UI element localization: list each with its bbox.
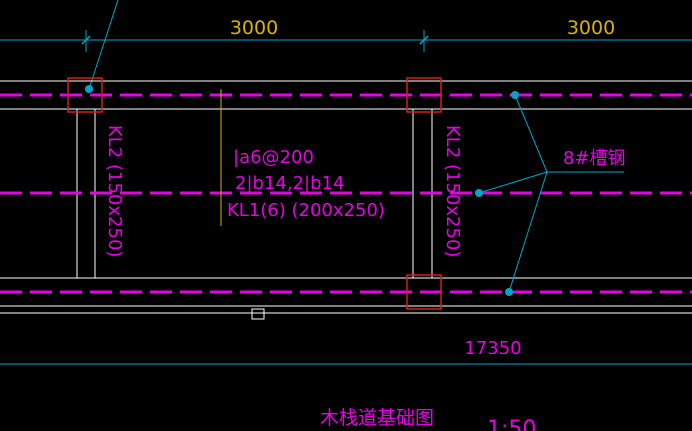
dimension-span-right: 3000 bbox=[567, 17, 615, 39]
kl2-left-label: KL2 (150x250) bbox=[104, 125, 125, 257]
kl1-rebar-note: 2|b14,2|b14 bbox=[235, 173, 344, 194]
column-box-right-top bbox=[406, 77, 442, 113]
channel-steel-label: 8#槽钢 bbox=[563, 148, 626, 169]
dimension-slash-left bbox=[81, 35, 91, 45]
callout-leader-bottom bbox=[508, 171, 548, 293]
dimension-span-left: 3000 bbox=[230, 17, 278, 39]
kl1-stirrup-note: |a6@200 bbox=[233, 147, 314, 168]
column-box-right-bottom bbox=[406, 274, 442, 310]
callout-dot-bottom bbox=[505, 288, 513, 296]
leader-line-top bbox=[88, 0, 119, 90]
column-box-left-top bbox=[67, 77, 103, 113]
drawing-title: 木栈道基础图 bbox=[320, 407, 434, 429]
leader-dot-left bbox=[85, 85, 93, 93]
callout-leader-top bbox=[514, 94, 548, 173]
callout-dot-middle bbox=[475, 189, 483, 197]
callout-dot-top bbox=[511, 91, 519, 99]
small-marker-box bbox=[251, 308, 265, 320]
kl1-beam-label: KL1(6) (200x250) bbox=[227, 200, 385, 221]
dimension-slash-right bbox=[419, 35, 429, 45]
kl2-right-label: KL2 (150x250) bbox=[442, 125, 463, 257]
callout-leader-middle bbox=[478, 171, 548, 194]
drawing-scale: 1:50 bbox=[487, 417, 536, 431]
dimension-total: 17350 bbox=[464, 338, 521, 359]
